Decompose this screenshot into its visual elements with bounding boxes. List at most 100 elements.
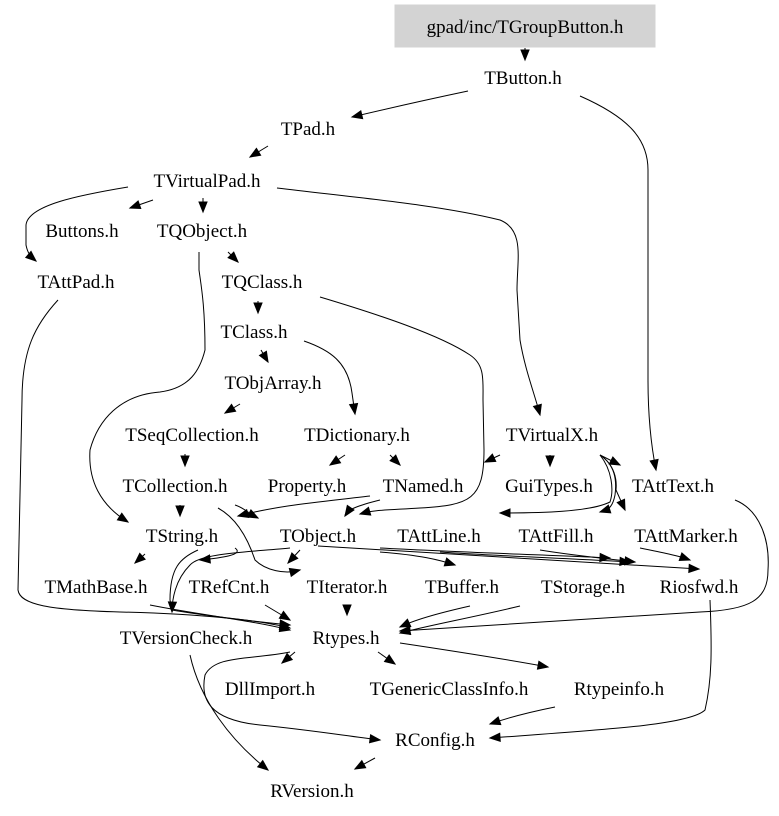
node-riosfwd[interactable]: Riosfwd.h <box>660 577 739 598</box>
node-tclass[interactable]: TClass.h <box>220 322 288 343</box>
edge-tqclass-to-tobject-line <box>319 296 485 515</box>
edge-tclass-to-tdictionary <box>303 340 359 416</box>
node-tpad[interactable]: TPad.h <box>281 119 336 140</box>
node-tstring[interactable]: TString.h <box>146 526 219 547</box>
edge-tdictionary-to-property-arrowhead <box>328 455 342 466</box>
edge-tnamed-to-tstring <box>236 495 371 519</box>
edge-tobject-to-tstorage-line <box>379 547 611 559</box>
edge-tobject-to-tstorage-arrowhead <box>599 552 612 563</box>
node-tstorage[interactable]: TStorage.h <box>541 577 625 598</box>
node-tvirtualx[interactable]: TVirtualX.h <box>506 425 599 446</box>
edge-tstorage-to-rtypes-arrowhead <box>398 625 412 635</box>
edge-tstring-to-trefcnt <box>198 547 238 564</box>
edge-tattmarker-to-riosfwd <box>639 547 692 562</box>
edge-tvirtualpad-to-tqobject-arrowhead <box>198 201 208 214</box>
node-riosfwd-label: Riosfwd.h <box>660 577 739 598</box>
node-dllimport-label: DllImport.h <box>225 679 316 700</box>
edge-rtypeinfo-to-rconfig <box>488 706 556 726</box>
edge-tvirtualx-to-tattmarker-arrowhead <box>616 498 626 512</box>
node-tversioncheck-label: TVersionCheck.h <box>120 628 253 649</box>
node-rtypes[interactable]: Rtypes.h <box>312 628 380 649</box>
node-tseqcollection[interactable]: TSeqCollection.h <box>125 425 259 446</box>
node-tvirtualpad[interactable]: TVirtualPad.h <box>153 171 261 192</box>
edge-tvirtualx-to-tatttext <box>599 454 622 466</box>
edge-tobject-to-riosfwd-arrowhead <box>688 563 701 574</box>
node-tqclass[interactable]: TQClass.h <box>222 272 303 293</box>
edge-trefcnt-to-rtypes <box>264 604 292 621</box>
node-tobject[interactable]: TObject.h <box>280 526 357 547</box>
root-node-box <box>394 4 656 48</box>
edge-riosfwd-to-rconfig-line <box>489 599 712 739</box>
edge-rtypeinfo-to-rconfig-arrowhead <box>488 716 502 726</box>
node-tattpad[interactable]: TAttPad.h <box>37 272 115 293</box>
node-tmathbase[interactable]: TMathBase.h <box>45 577 148 598</box>
node-dllimport[interactable]: DllImport.h <box>225 679 316 700</box>
node-tversioncheck[interactable]: TVersionCheck.h <box>120 628 253 649</box>
edge-tclass-to-tdictionary-arrowhead <box>348 402 359 416</box>
edge-rtypes-to-rtypeinfo-arrowhead <box>536 660 550 670</box>
node-tbuffer[interactable]: TBuffer.h <box>425 577 500 598</box>
edge-rtypes-to-tgenericclassinfo-arrowhead <box>383 654 397 665</box>
edge-tpad-to-tvirtualpad-arrowhead <box>248 147 262 158</box>
edge-riosfwd-to-rconfig-arrowhead <box>488 732 501 742</box>
edge-tvirtualx-to-guitypes-arrowhead <box>545 455 555 468</box>
node-tstring-label: TString.h <box>146 526 219 547</box>
edge-tobject-to-tbuffer <box>379 551 457 567</box>
node-trefcnt[interactable]: TRefCnt.h <box>189 577 270 598</box>
node-tattmarker[interactable]: TAttMarker.h <box>634 526 738 547</box>
edge-tseqcollection-to-tcollection-arrowhead <box>180 455 190 468</box>
edge-tnamed-to-tobject <box>344 499 381 518</box>
edge-tqobject-to-tqclass-arrowhead <box>227 251 239 263</box>
edge-gpad-tgroupbutton-to-tbutton-arrowhead <box>520 49 530 62</box>
node-tattpad-label: TAttPad.h <box>37 272 115 293</box>
edge-rtypes-to-rconfig-line <box>203 651 381 741</box>
edge-tattmarker-to-riosfwd-arrowhead <box>678 552 692 562</box>
node-buttons[interactable]: Buttons.h <box>45 221 119 242</box>
edge-tversioncheck-to-rversion-line <box>189 654 269 771</box>
node-tclass-label: TClass.h <box>220 322 288 343</box>
node-tqobject[interactable]: TQObject.h <box>157 221 248 242</box>
node-rconfig[interactable]: RConfig.h <box>395 730 475 751</box>
node-tbutton-label: TButton.h <box>484 68 562 89</box>
edge-tobject-to-tversioncheck-line <box>171 547 291 613</box>
edge-tclass-to-tobjarray-arrowhead <box>258 350 269 364</box>
edge-tvirtualx-to-tattfill-arrowhead <box>598 504 612 514</box>
node-tcollection[interactable]: TCollection.h <box>122 476 228 497</box>
node-titerator[interactable]: TIterator.h <box>307 577 388 598</box>
edge-tvirtualpad-to-tvirtualx-arrowhead <box>532 403 542 417</box>
node-property[interactable]: Property.h <box>268 476 347 497</box>
edge-tpad-to-tvirtualpad <box>248 145 269 158</box>
node-tattline[interactable]: TAttLine.h <box>397 526 481 547</box>
edge-tvirtualx-to-tattline <box>498 454 613 518</box>
edge-tmathbase-to-rtypes-line <box>149 604 291 631</box>
node-rtypes-label: Rtypes.h <box>312 628 380 649</box>
node-tnamed[interactable]: TNamed.h <box>383 476 464 497</box>
edge-tnamed-to-tobject-arrowhead <box>344 504 355 518</box>
edge-tbutton-to-tatttext <box>579 95 659 472</box>
node-tpad-label: TPad.h <box>281 119 336 140</box>
node-tobject-label: TObject.h <box>280 526 357 547</box>
node-tobjarray[interactable]: TObjArray.h <box>224 373 322 394</box>
node-tgenericclassinfo[interactable]: TGenericClassInfo.h <box>370 679 529 700</box>
node-rconfig-label: RConfig.h <box>395 730 475 751</box>
node-tdictionary[interactable]: TDictionary.h <box>304 425 410 446</box>
edge-tbuffer-to-rtypes-arrowhead <box>398 618 412 628</box>
edge-titerator-to-rtypes <box>342 604 352 617</box>
node-rversion[interactable]: RVersion.h <box>270 781 354 802</box>
node-tatttext[interactable]: TAttText.h <box>632 476 715 497</box>
edge-tobject-to-tversioncheck-arrowhead <box>167 601 178 614</box>
node-guitypes[interactable]: GuiTypes.h <box>505 476 593 497</box>
edge-trefcnt-to-rtypes-arrowhead <box>278 610 292 621</box>
node-rtypeinfo[interactable]: Rtypeinfo.h <box>574 679 665 700</box>
node-gpad-tgroupbutton[interactable]: gpad/inc/TGroupButton.h <box>394 4 656 48</box>
edge-tvirtualx-to-tattmarker-line <box>599 454 626 511</box>
node-tattfill[interactable]: TAttFill.h <box>518 526 594 547</box>
node-titerator-label: TIterator.h <box>307 577 388 598</box>
edge-tvirtualx-to-tnamed <box>483 453 501 463</box>
edge-tcollection-to-titerator <box>217 507 302 578</box>
edge-tstring-to-tmathbase <box>133 552 146 564</box>
edge-rtypes-to-rconfig-arrowhead <box>368 733 382 744</box>
node-tbutton[interactable]: TButton.h <box>484 68 562 89</box>
node-tobjarray-label: TObjArray.h <box>224 373 322 394</box>
